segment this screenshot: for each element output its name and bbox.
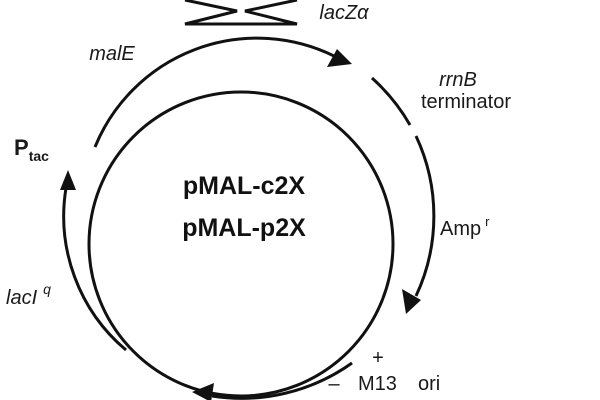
ptac-subscript: tac	[29, 148, 49, 164]
rrnb-terminator-arc	[370, 76, 412, 126]
m13-ori-arc	[211, 361, 353, 400]
ptac-label: Ptac	[14, 135, 49, 164]
m13-label: M13	[358, 373, 397, 395]
lacz-arrowhead	[327, 49, 352, 67]
ptac-main: P	[14, 135, 29, 160]
amp-superscript: r	[485, 214, 490, 229]
rrnb-label: rrnB	[439, 69, 477, 91]
laciq-arc	[62, 187, 127, 352]
m13-minus-label: –	[328, 373, 340, 395]
m13-plus-label: +	[372, 347, 384, 369]
laci-text: lacI	[6, 287, 38, 309]
m13-ori-arrowhead	[192, 383, 214, 400]
laci-label: lacI q	[6, 281, 51, 309]
plasmid-name-1: pMAL-c2X	[183, 172, 306, 200]
polylinker-bowtie	[184, 0, 298, 26]
plasmid-ring	[87, 90, 395, 398]
ori-label: ori	[418, 373, 440, 395]
terminator-label: terminator	[421, 91, 511, 113]
amp-arrowhead	[402, 289, 421, 314]
lacz-alpha-label: lacZα	[319, 2, 369, 24]
laci-superscript: q	[43, 281, 51, 297]
amp-text: Amp	[440, 218, 481, 240]
male-label: malE	[89, 43, 135, 65]
male-lacz-arc	[93, 36, 335, 148]
laciq-arrowhead	[60, 170, 76, 190]
plasmid-name-2: pMAL-p2X	[182, 214, 306, 242]
amp-arc	[414, 135, 436, 297]
